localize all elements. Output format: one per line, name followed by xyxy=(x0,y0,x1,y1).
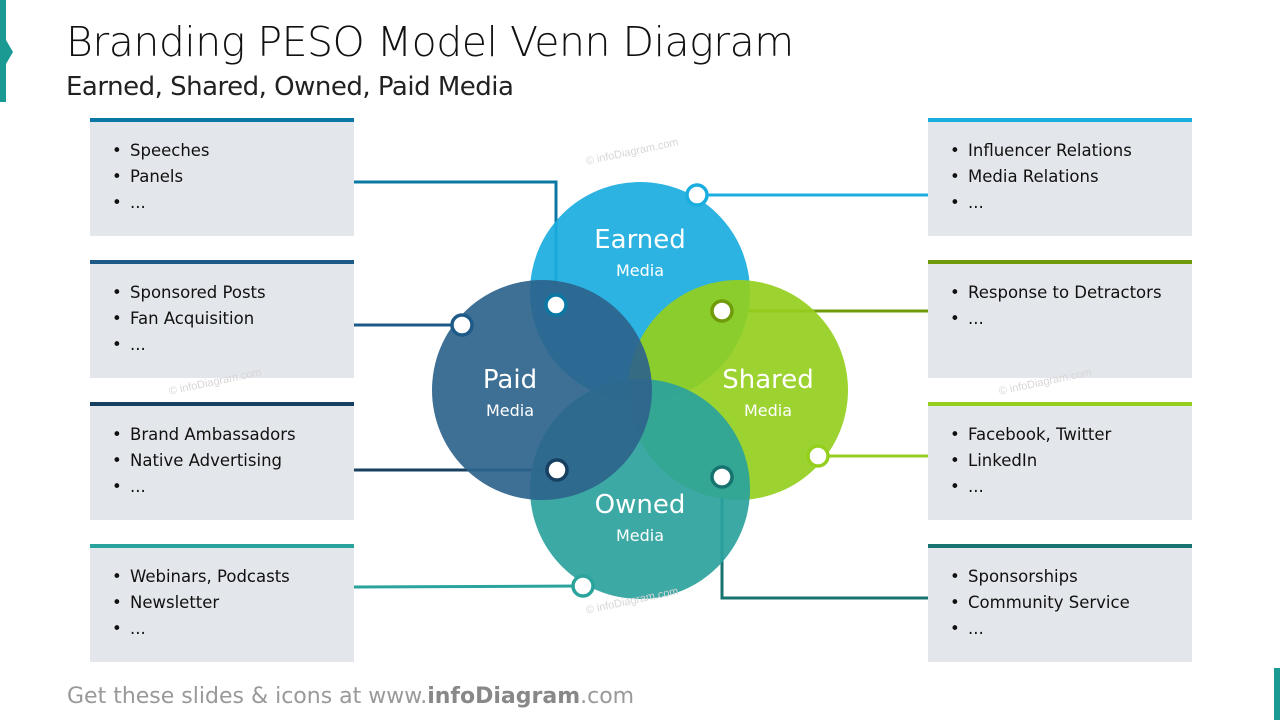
list-item: ... xyxy=(950,474,1192,500)
left-box-2: Sponsored PostsFan Acquisition... xyxy=(90,260,354,378)
bullet-list: Response to Detractors... xyxy=(928,264,1192,332)
circle-subtitle: Media xyxy=(486,401,534,420)
circle-subtitle: Media xyxy=(616,261,664,280)
list-item: Response to Detractors xyxy=(950,280,1192,306)
bullet-list: Sponsored PostsFan Acquisition... xyxy=(90,264,354,358)
list-item: Community Service xyxy=(950,590,1192,616)
footer-suffix: .com xyxy=(580,684,635,709)
connector-dot xyxy=(545,458,569,482)
right-box-4: SponsorshipsCommunity Service... xyxy=(928,544,1192,662)
list-item: ... xyxy=(950,306,1192,332)
connector-dot xyxy=(571,574,595,598)
right-box-2: Response to Detractors... xyxy=(928,260,1192,378)
corner-accent xyxy=(1274,668,1280,720)
list-item: Speeches xyxy=(112,138,354,164)
connector-dot xyxy=(710,465,734,489)
circle-title: Owned xyxy=(595,490,686,520)
footer: Get these slides & icons at www.infoDiag… xyxy=(67,684,634,709)
bullet-list: Webinars, PodcastsNewsletter... xyxy=(90,548,354,642)
circle-title: Shared xyxy=(722,365,814,395)
bullet-list: Brand AmbassadorsNative Advertising... xyxy=(90,406,354,500)
connector-dot xyxy=(544,293,568,317)
list-item: Native Advertising xyxy=(112,448,354,474)
list-item: LinkedIn xyxy=(950,448,1192,474)
circle-subtitle: Media xyxy=(744,401,792,420)
list-item: ... xyxy=(950,190,1192,216)
list-item: Fan Acquisition xyxy=(112,306,354,332)
bullet-list: SponsorshipsCommunity Service... xyxy=(928,548,1192,642)
left-box-4: Webinars, PodcastsNewsletter... xyxy=(90,544,354,662)
bullet-list: SpeechesPanels... xyxy=(90,122,354,216)
list-item: ... xyxy=(112,190,354,216)
list-item: Brand Ambassadors xyxy=(112,422,354,448)
list-item: ... xyxy=(112,616,354,642)
accent-tab xyxy=(0,0,13,102)
list-item: Influencer Relations xyxy=(950,138,1192,164)
list-item: ... xyxy=(112,474,354,500)
list-item: Media Relations xyxy=(950,164,1192,190)
footer-prefix: Get these slides & icons at www. xyxy=(67,684,428,709)
list-item: Facebook, Twitter xyxy=(950,422,1192,448)
list-item: Sponsorships xyxy=(950,564,1192,590)
right-box-3: Facebook, TwitterLinkedIn... xyxy=(928,402,1192,520)
list-item: Webinars, Podcasts xyxy=(112,564,354,590)
page-subtitle: Earned, Shared, Owned, Paid Media xyxy=(66,72,514,102)
left-box-3: Brand AmbassadorsNative Advertising... xyxy=(90,402,354,520)
list-item: Panels xyxy=(112,164,354,190)
connector-line xyxy=(353,584,584,589)
right-box-1: Influencer RelationsMedia Relations... xyxy=(928,118,1192,236)
footer-brand: infoDiagram xyxy=(427,684,581,709)
list-item: Sponsored Posts xyxy=(112,280,354,306)
connector-dot xyxy=(710,299,734,323)
list-item: Newsletter xyxy=(112,590,354,616)
bullet-list: Influencer RelationsMedia Relations... xyxy=(928,122,1192,216)
bullet-list: Facebook, TwitterLinkedIn... xyxy=(928,406,1192,500)
connector-dot xyxy=(685,183,709,207)
list-item: ... xyxy=(112,332,354,358)
circle-paid xyxy=(432,280,652,500)
connector-dot xyxy=(450,313,474,337)
left-box-1: SpeechesPanels... xyxy=(90,118,354,236)
circle-subtitle: Media xyxy=(616,526,664,545)
connector-dot xyxy=(806,444,830,468)
circle-title: Earned xyxy=(594,225,686,255)
circle-title: Paid xyxy=(483,365,537,395)
list-item: ... xyxy=(950,616,1192,642)
page-title: Branding PESO Model Venn Diagram xyxy=(66,18,794,66)
